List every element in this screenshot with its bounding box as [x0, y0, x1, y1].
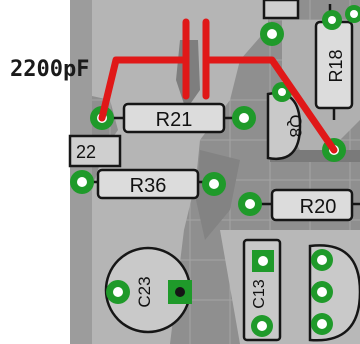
capacitor-c23: C23 — [104, 246, 192, 334]
pad — [345, 5, 360, 23]
pad — [311, 281, 333, 303]
top-component — [262, 0, 300, 20]
pad — [70, 170, 94, 194]
pad — [202, 172, 226, 196]
c13-label: C13 — [251, 279, 268, 308]
pad — [232, 106, 256, 130]
resistor-r36: R36 — [96, 168, 200, 200]
pad — [251, 315, 273, 337]
pad — [322, 10, 342, 30]
resistor-r18: R18 — [314, 20, 354, 110]
pad — [311, 313, 333, 335]
pad — [238, 192, 262, 216]
r18-label: R18 — [326, 49, 346, 82]
pad — [106, 280, 130, 304]
pad — [311, 249, 333, 271]
partial-label: 22 — [76, 142, 96, 162]
r21-label: R21 — [156, 109, 193, 131]
pad — [168, 280, 192, 304]
pad — [252, 250, 274, 272]
r36-label: R36 — [130, 175, 167, 197]
added-capacitor-wire — [98, 18, 338, 154]
resistor-r21: R21 — [122, 102, 226, 134]
c23-label: C23 — [135, 276, 154, 307]
pad — [260, 22, 284, 46]
capacitor-value-label: 2200pF — [10, 57, 89, 82]
resistor-r20: R20 — [270, 188, 354, 222]
q8-label: Q8 — [286, 115, 305, 138]
r20-label: R20 — [300, 196, 337, 218]
partial-component: 22 — [68, 134, 122, 168]
